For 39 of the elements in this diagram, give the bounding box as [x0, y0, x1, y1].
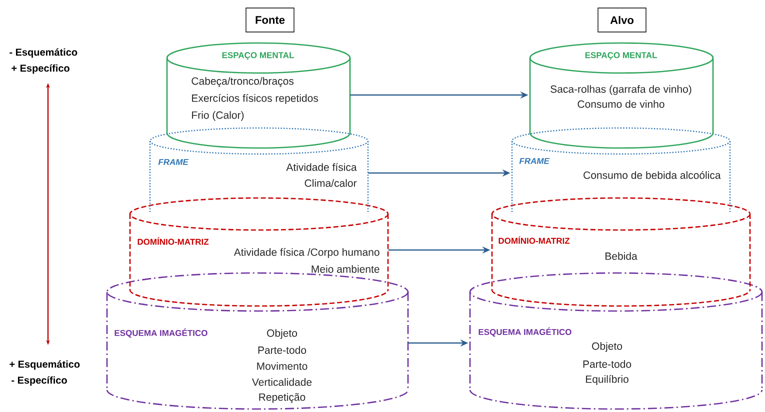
node-label: Objeto [592, 342, 622, 352]
node-label: Consumo de bebida alcoólica [584, 171, 721, 179]
cylinder: DOMÍNIO-MATRIZ Atividade física /Corpo humano Meio ambiente [129, 197, 389, 307]
node-label: DOMÍNIO-MATRIZ [138, 237, 209, 245]
node-label: ESQUEMA IMAGÉTICO [114, 328, 208, 338]
scale-label: + Específico [12, 64, 70, 74]
cylinder: ESPAÇO MENTAL Saca-rolhas (garrafa de vinho) Consumo de vinho [529, 42, 714, 149]
cylinder: FRAME Atividade física Clima/calor [149, 127, 369, 212]
cylinder: ESQUEMA IMAGÉTICO Objeto Parte-todo Equilíbrio [469, 272, 763, 410]
node-label: FRAME [519, 158, 550, 164]
node-label: Consumo de vinho [578, 100, 664, 108]
scale-label: - Específico [12, 376, 67, 386]
node-label: Cabeça/tronco/braços [192, 77, 294, 87]
cylinder: ESQUEMA IMAGÉTICO Objeto Parte-todo Movimento Verticalidade Repetição [106, 272, 409, 410]
cylinder: ESPAÇO MENTAL Cabeça/tronco/braços Exercícios físicos repetidos Frio (Calor) [166, 42, 351, 149]
cylinder: DOMÍNIO-MATRIZ Bebida [491, 197, 751, 307]
header-box: Fonte [246, 8, 294, 32]
node-label: FRAME [158, 159, 189, 165]
node-label: Objeto [267, 329, 298, 339]
cylinder: FRAME Consumo de bebida alcoólica [511, 127, 731, 212]
node-label: Bebida [606, 252, 638, 260]
header-box: Alvo [598, 8, 646, 32]
node-label: Repetição [259, 393, 306, 403]
node-label: Verticalidade [252, 378, 312, 386]
scale-label: - Esquemático [10, 48, 78, 58]
node-label: Atividade física /Corpo humano [234, 248, 380, 258]
node-label: Atividade física [286, 163, 357, 171]
node-label: Exercícios físicos repetidos [192, 94, 318, 104]
node-label: Parte-todo [258, 346, 306, 354]
node-label: Parte-todo [583, 360, 632, 368]
node-label: Movimento [257, 362, 308, 370]
scale-label: + Esquemático [10, 360, 80, 370]
node-label: Saca-rolhas (garrafa de vinho) [550, 85, 692, 95]
node-label: Meio ambiente [312, 265, 380, 273]
node-label: Frio (Calor) [192, 111, 244, 121]
node-label: Equilíbrio [586, 375, 628, 385]
node-label: ESQUEMA IMAGÉTICO [478, 327, 572, 337]
node-label: DOMÍNIO-MATRIZ [498, 236, 570, 244]
node-label: Clima/calor [304, 179, 357, 187]
